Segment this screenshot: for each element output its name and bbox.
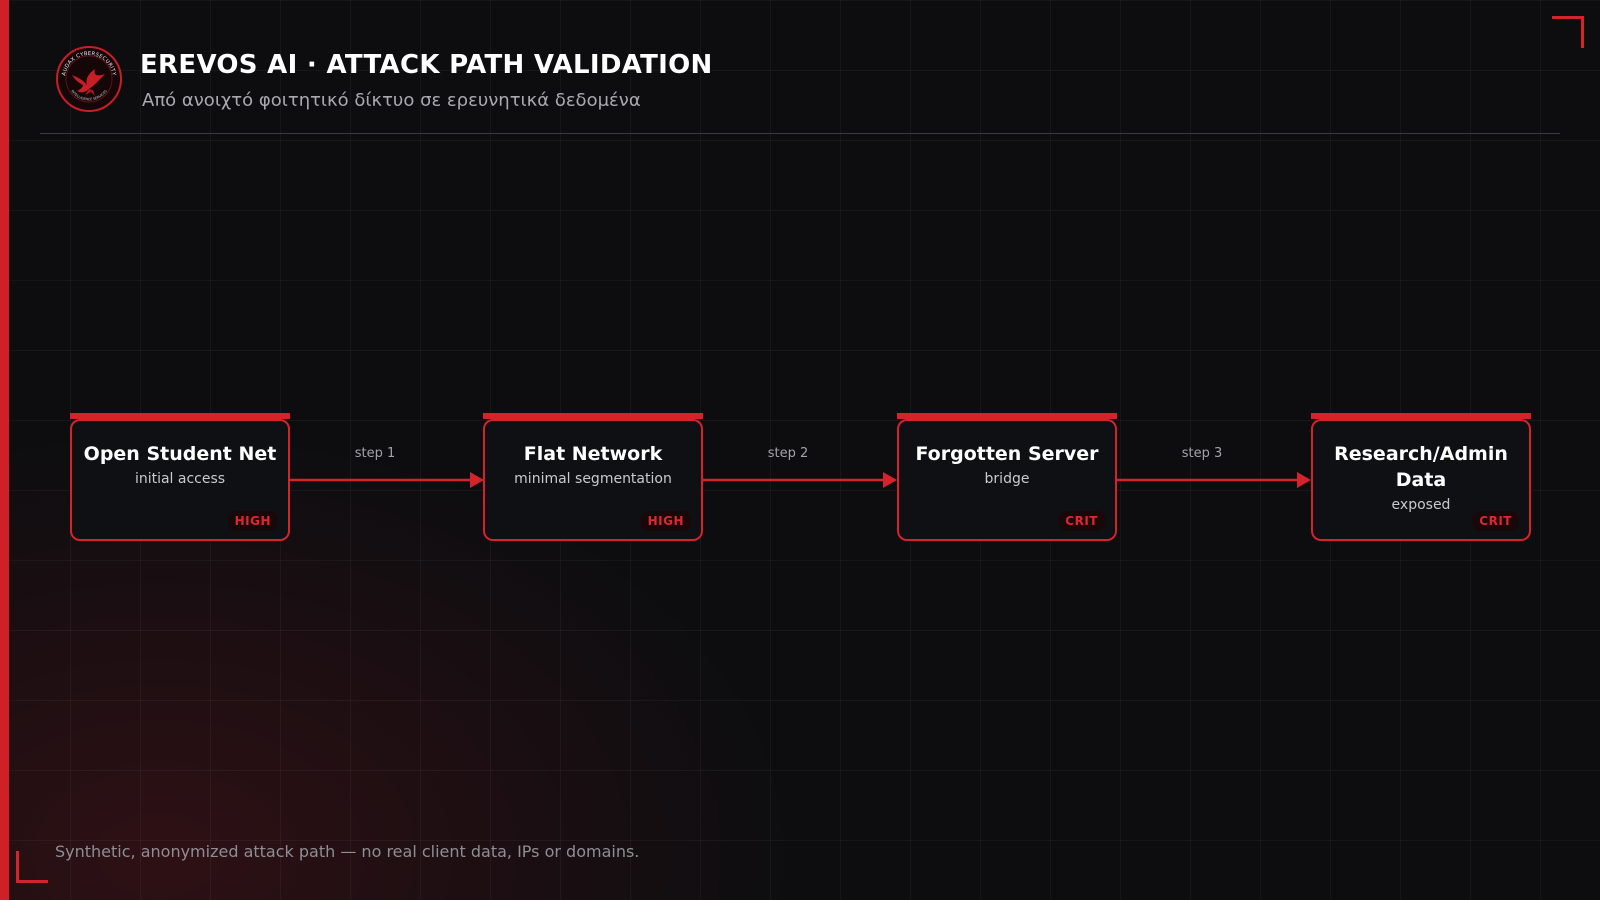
left-accent-bar: [0, 0, 9, 900]
node-title: Open Student Net: [83, 443, 277, 465]
footer-disclaimer: Synthetic, anonymized attack path — no r…: [55, 842, 640, 861]
node-forgotten-server: Forgotten Server bridge CRIT: [897, 413, 1117, 541]
node-research-admin-data: Research/Admin Data exposed CRIT: [1311, 413, 1531, 541]
corner-bracket-bottom-left: [16, 851, 48, 883]
header-divider: [40, 133, 1560, 134]
node-title: Forgotten Server: [915, 443, 1099, 465]
severity-badge: CRIT: [1058, 511, 1105, 531]
page-subtitle: Από ανοιχτό φοιτητικό δίκτυο σε ερευνητι…: [142, 90, 641, 111]
node-subtitle: exposed: [1391, 497, 1451, 513]
edge-label-step-1: step 1: [354, 446, 396, 461]
node-subtitle: bridge: [984, 471, 1030, 487]
node-open-student-net: Open Student Net initial access HIGH: [70, 413, 290, 541]
edge-label-step-2: step 2: [767, 446, 809, 461]
severity-badge: CRIT: [1472, 511, 1519, 531]
page-title: EREVOS AI · ATTACK PATH VALIDATION: [140, 50, 713, 80]
node-flat-network: Flat Network minimal segmentation HIGH: [483, 413, 703, 541]
corner-bracket-top-right: [1552, 16, 1584, 48]
node-title: Research/Admin Data: [1334, 443, 1508, 491]
severity-badge: HIGH: [640, 511, 691, 531]
node-subtitle: minimal segmentation: [514, 471, 672, 487]
node-title: Flat Network: [523, 443, 663, 465]
severity-badge: HIGH: [227, 511, 278, 531]
eagle-seal-icon: AUDAX CYBERSECURITY INTELLIGENCE SERVICE…: [56, 46, 122, 112]
node-subtitle: initial access: [134, 471, 226, 487]
edge-label-step-3: step 3: [1181, 446, 1223, 461]
